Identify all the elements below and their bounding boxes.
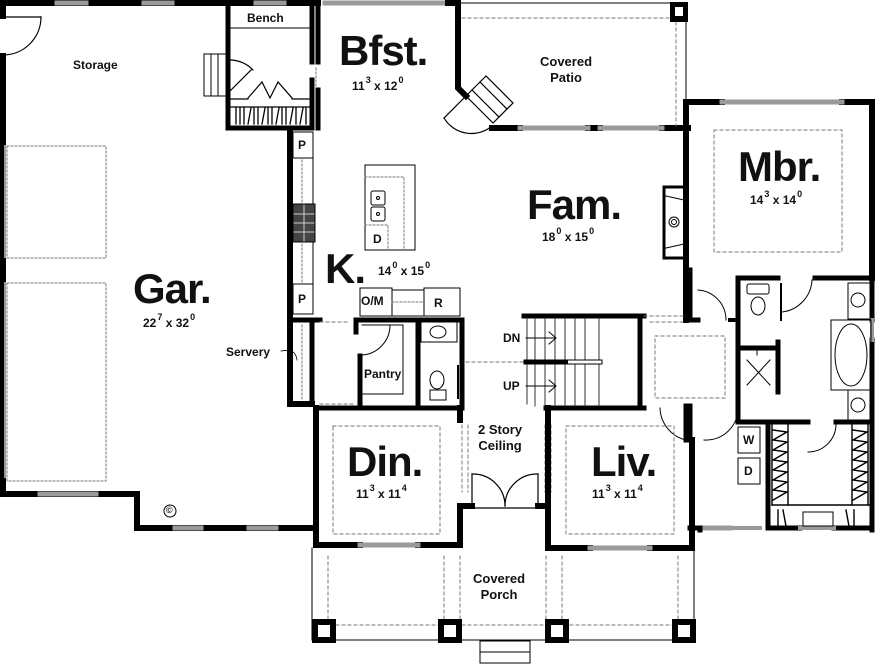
fixture-pantry-bottom: P (298, 292, 307, 306)
kitchen-island (364, 164, 416, 251)
fixture-dryer: D (744, 464, 753, 478)
fixture-dishwasher: D (373, 232, 382, 246)
tray-ceiling-living (565, 425, 675, 535)
room-dim-breakfast: 113 x 120 (352, 75, 404, 93)
garage-door-pier (1, 258, 6, 282)
room-label-kitchen: K. (325, 245, 366, 292)
front-door (471, 473, 539, 509)
stairs-down-label: DN (503, 331, 521, 345)
room-label-garage: Gar. (133, 265, 212, 312)
pantry-cabinet-top (292, 131, 314, 159)
room-label-master-bedroom: Mbr. (738, 143, 821, 190)
room-label-storage: Storage (73, 58, 118, 72)
dryer (737, 457, 761, 485)
room-dim-master-bedroom: 143 x 140 (750, 189, 803, 207)
room-dim-living: 113 x 114 (592, 483, 643, 501)
fixture-refrigerator: R (434, 296, 443, 310)
fixture-washer: W (743, 433, 755, 447)
room-label-dining: Din. (347, 438, 423, 485)
porch-columns (312, 619, 696, 643)
room-label-family: Fam. (527, 181, 622, 228)
parking-stall-2 (6, 282, 107, 482)
closet-shelving (229, 106, 311, 125)
fireplace (662, 185, 688, 260)
room-dim-kitchen: 140 x 150 (378, 260, 431, 278)
refrigerator (423, 287, 461, 317)
tray-ceiling-mbr (713, 129, 843, 253)
storage-door (2, 16, 42, 56)
room-label-breakfast: Bfst. (339, 27, 428, 74)
room-label-living: Liv. (591, 438, 657, 485)
room-dim-family: 180 x 150 (542, 226, 595, 244)
closet-shelving-left (770, 423, 871, 527)
cooktop (292, 203, 316, 243)
washer (737, 426, 761, 454)
stairs-up-label: UP (503, 379, 520, 393)
patio-door (443, 75, 514, 135)
fixture-oven-microwave: O/M (361, 294, 384, 308)
closet-shelving-right (802, 423, 870, 527)
room-label-bench: Bench (247, 11, 284, 25)
fixture-pantry-top: P (298, 138, 307, 152)
pantry-cabinet-bottom (292, 283, 314, 315)
room-label-servery: Servery (226, 345, 271, 359)
room-dim-dining: 113 x 114 (356, 483, 407, 501)
room-dim-garage: 227 x 320 (143, 312, 196, 330)
room-label-pantry: Pantry (364, 367, 402, 381)
parking-stall-1 (6, 145, 107, 259)
tray-ceiling-hall (654, 335, 726, 399)
copyright-mark: © (166, 505, 173, 515)
tray-ceiling-dining (332, 425, 441, 535)
